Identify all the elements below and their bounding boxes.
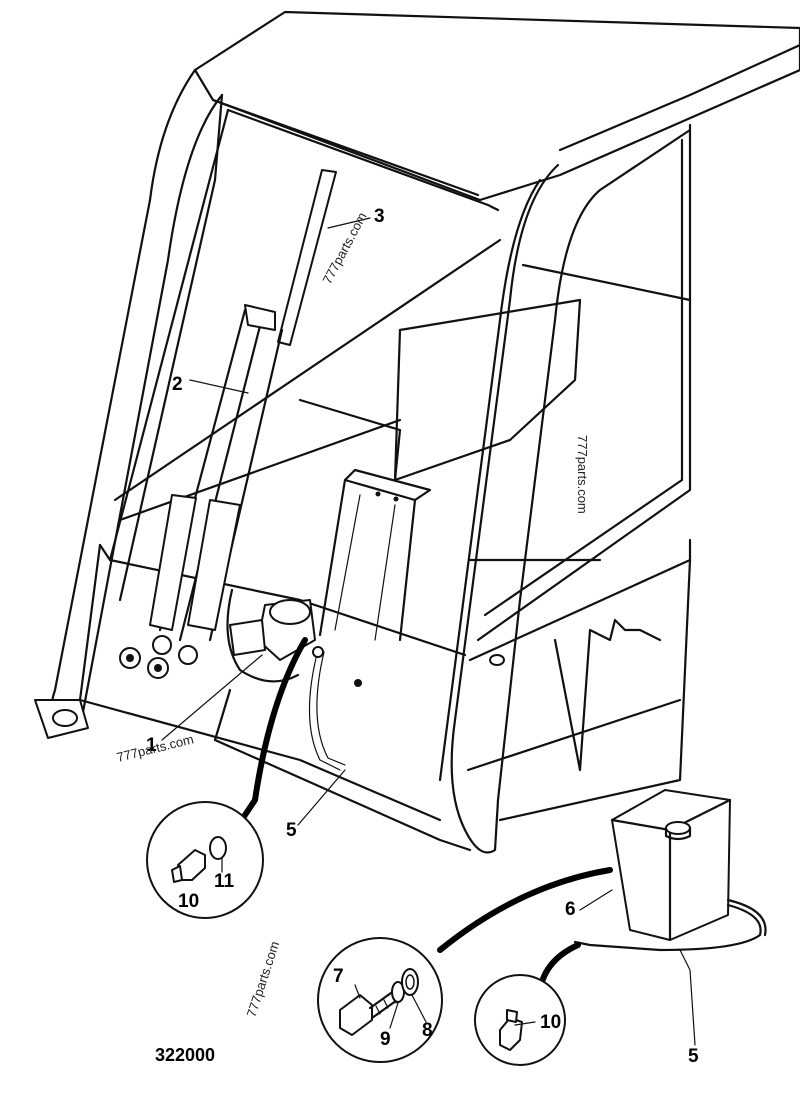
detail-circle-connector [474,942,581,1066]
cab-frame [34,10,800,854]
callout-11: 11 [214,871,235,892]
detail-circle-bolt [317,867,613,1063]
watermark: 777parts.com [575,435,590,514]
washer-reservoir [573,789,767,952]
callout-3: 3 [374,206,385,227]
callout-10-connector: 10 [540,1012,561,1033]
callout-5: 5 [286,820,297,841]
detail-circle-nozzle [146,637,308,919]
callout-5-hose: 5 [688,1046,699,1067]
callout-1: 1 [146,735,157,756]
callout-10: 10 [178,891,199,912]
callout-6: 6 [565,899,576,920]
wiper-arm [149,169,337,683]
callout-9: 9 [380,1029,391,1050]
watermark: 777parts.com [319,210,369,287]
callout-7: 7 [333,966,344,987]
leader-lines [161,217,696,1046]
watermark: 777parts.com [244,939,283,1019]
callout-8: 8 [422,1020,433,1041]
callouts: 3 2 1 5 6 7 9 8 10 11 10 5 [146,206,699,1067]
drawing-number: 322000 [155,1045,215,1065]
washer-hose [308,649,341,771]
callout-2: 2 [172,374,183,395]
